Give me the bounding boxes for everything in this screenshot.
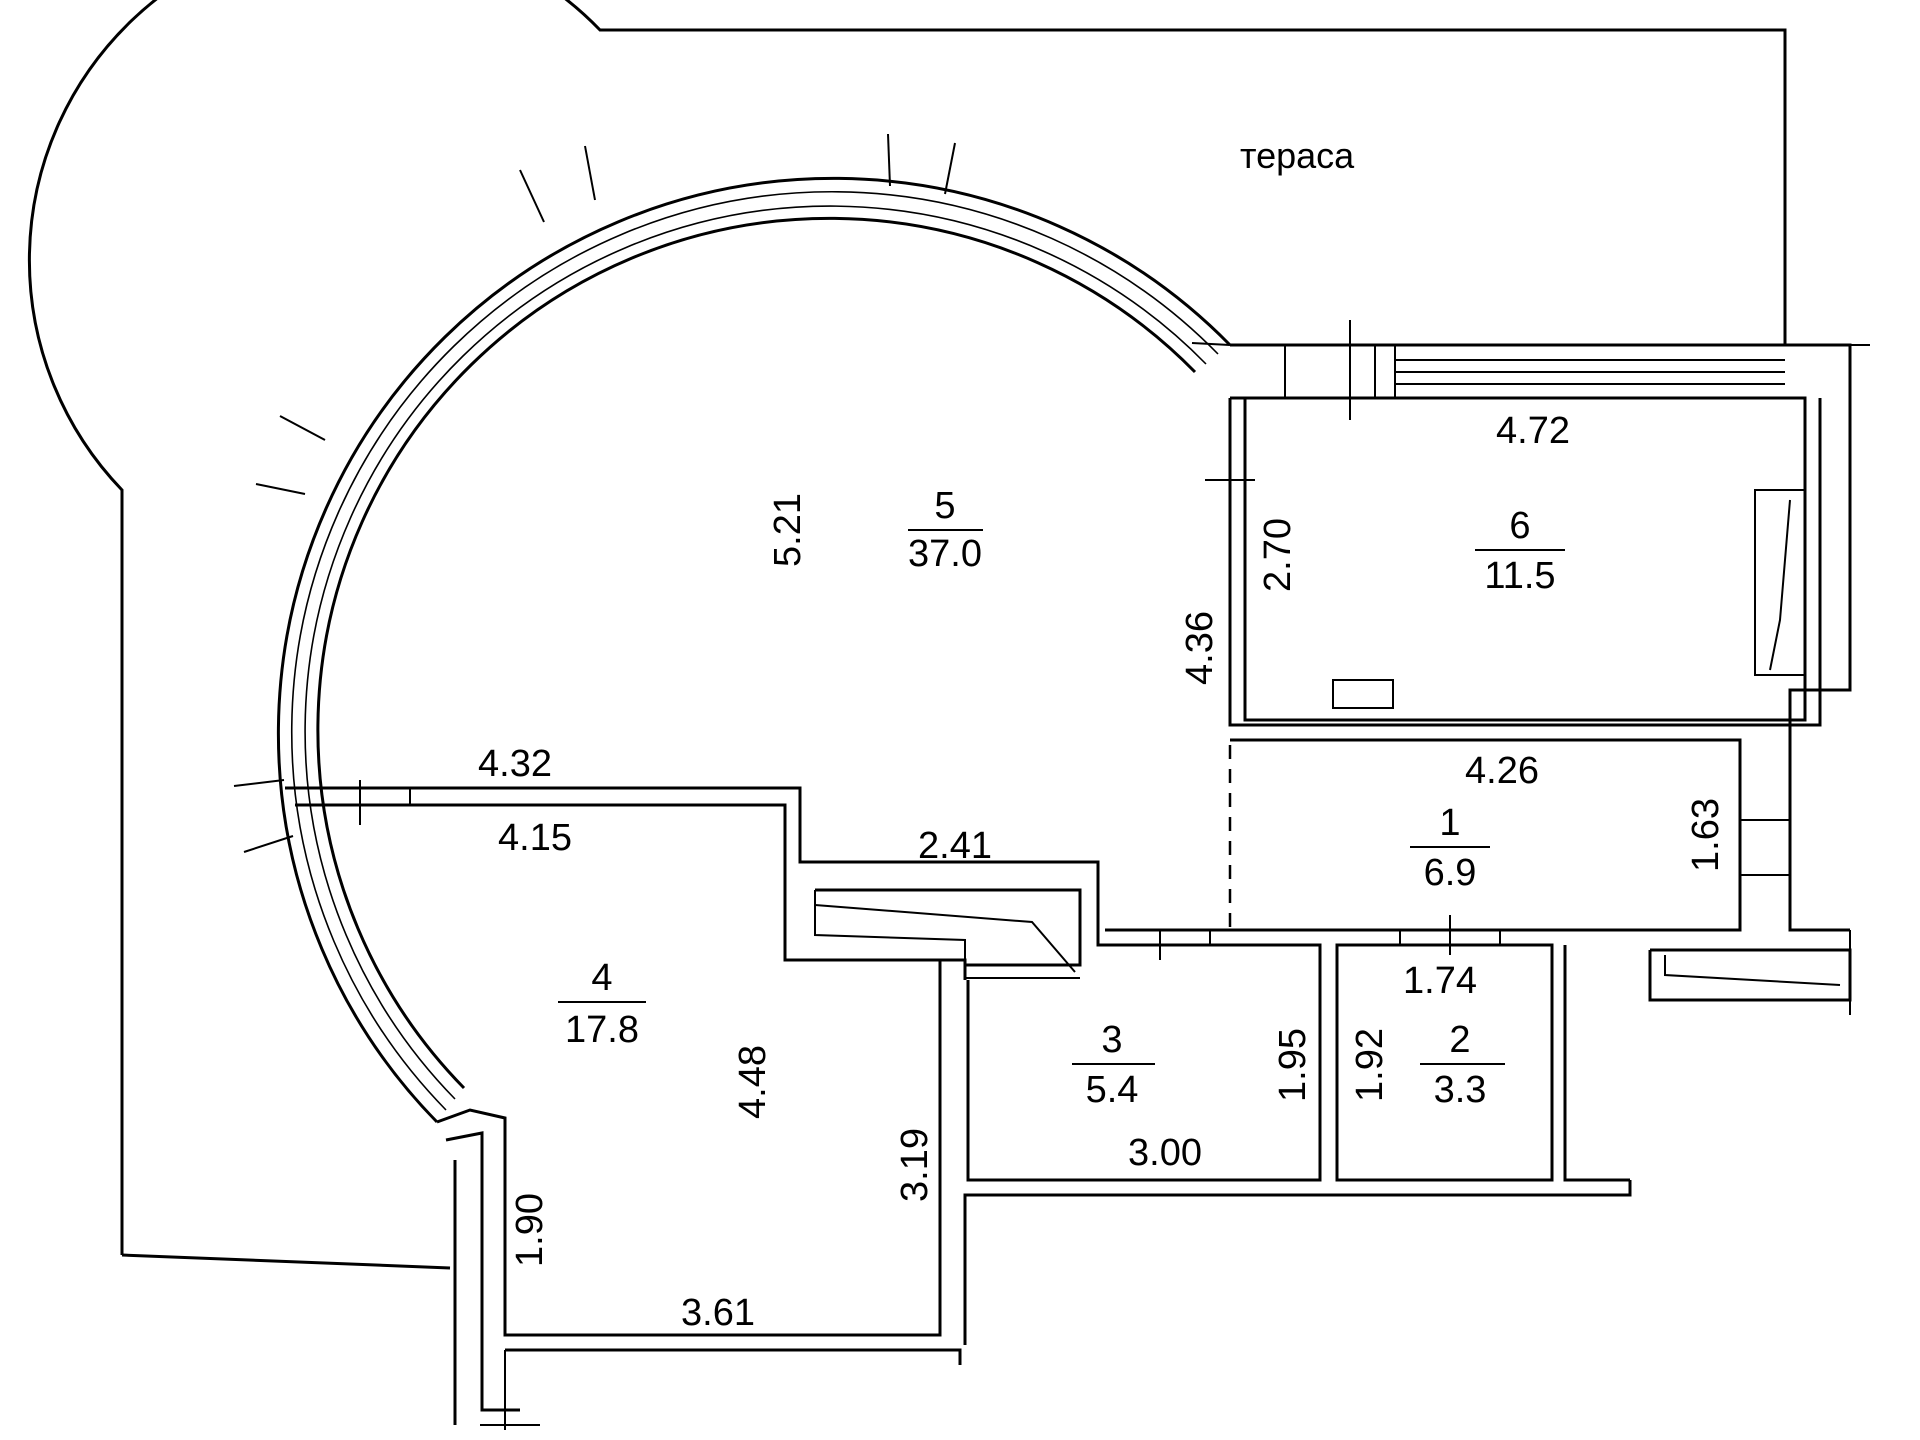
dimension-label: 3.00 (1128, 1132, 1202, 1174)
room-3: 3 5.4 (1072, 1019, 1155, 1111)
dimension-label: 5.21 (767, 493, 809, 567)
room-1: 1 6.9 (1410, 802, 1490, 894)
room-number: 2 (1449, 1019, 1470, 1061)
room-4: 4 17.8 (558, 957, 646, 1051)
dimension-label: 3.61 (681, 1292, 755, 1334)
room-number: 4 (591, 957, 612, 999)
dimension-label: 3.19 (894, 1128, 936, 1202)
terrace-label: тераса (1240, 135, 1355, 176)
terrace-outline (27, 0, 1787, 1270)
dimension-label: 4.48 (732, 1045, 774, 1119)
room-area: 17.8 (565, 1009, 639, 1051)
dimension-label: 4.15 (498, 817, 572, 859)
dimension-label: 1.90 (509, 1193, 551, 1267)
dimension-label: 1.95 (1272, 1028, 1314, 1102)
room-2: 2 3.3 (1420, 1019, 1505, 1111)
room-5: 5 37.0 (908, 485, 983, 575)
room-number: 6 (1509, 505, 1530, 547)
room-number: 3 (1101, 1019, 1122, 1061)
dimension-label: 4.26 (1465, 750, 1539, 792)
room-area: 37.0 (908, 533, 982, 575)
dimension-label: 2.70 (1257, 518, 1299, 592)
dimension-label: 1.92 (1349, 1028, 1391, 1102)
curved-window-wall (233, 133, 1232, 1124)
room-area: 3.3 (1434, 1069, 1487, 1111)
room-area: 5.4 (1086, 1069, 1139, 1111)
dimension-label: 4.32 (478, 743, 552, 785)
room-area: 6.9 (1424, 852, 1477, 894)
dimension-label: 4.36 (1179, 611, 1221, 685)
dimension-label: 1.74 (1403, 960, 1477, 1002)
walls (285, 320, 1870, 1430)
room-area: 11.5 (1484, 555, 1555, 597)
dimension-label: 2.41 (918, 825, 992, 867)
dimension-label: 4.72 (1496, 410, 1570, 452)
room-number: 5 (934, 485, 955, 527)
dimension-label: 1.63 (1685, 798, 1727, 872)
room-6: 6 11.5 (1475, 505, 1565, 597)
room-number: 1 (1439, 802, 1460, 844)
